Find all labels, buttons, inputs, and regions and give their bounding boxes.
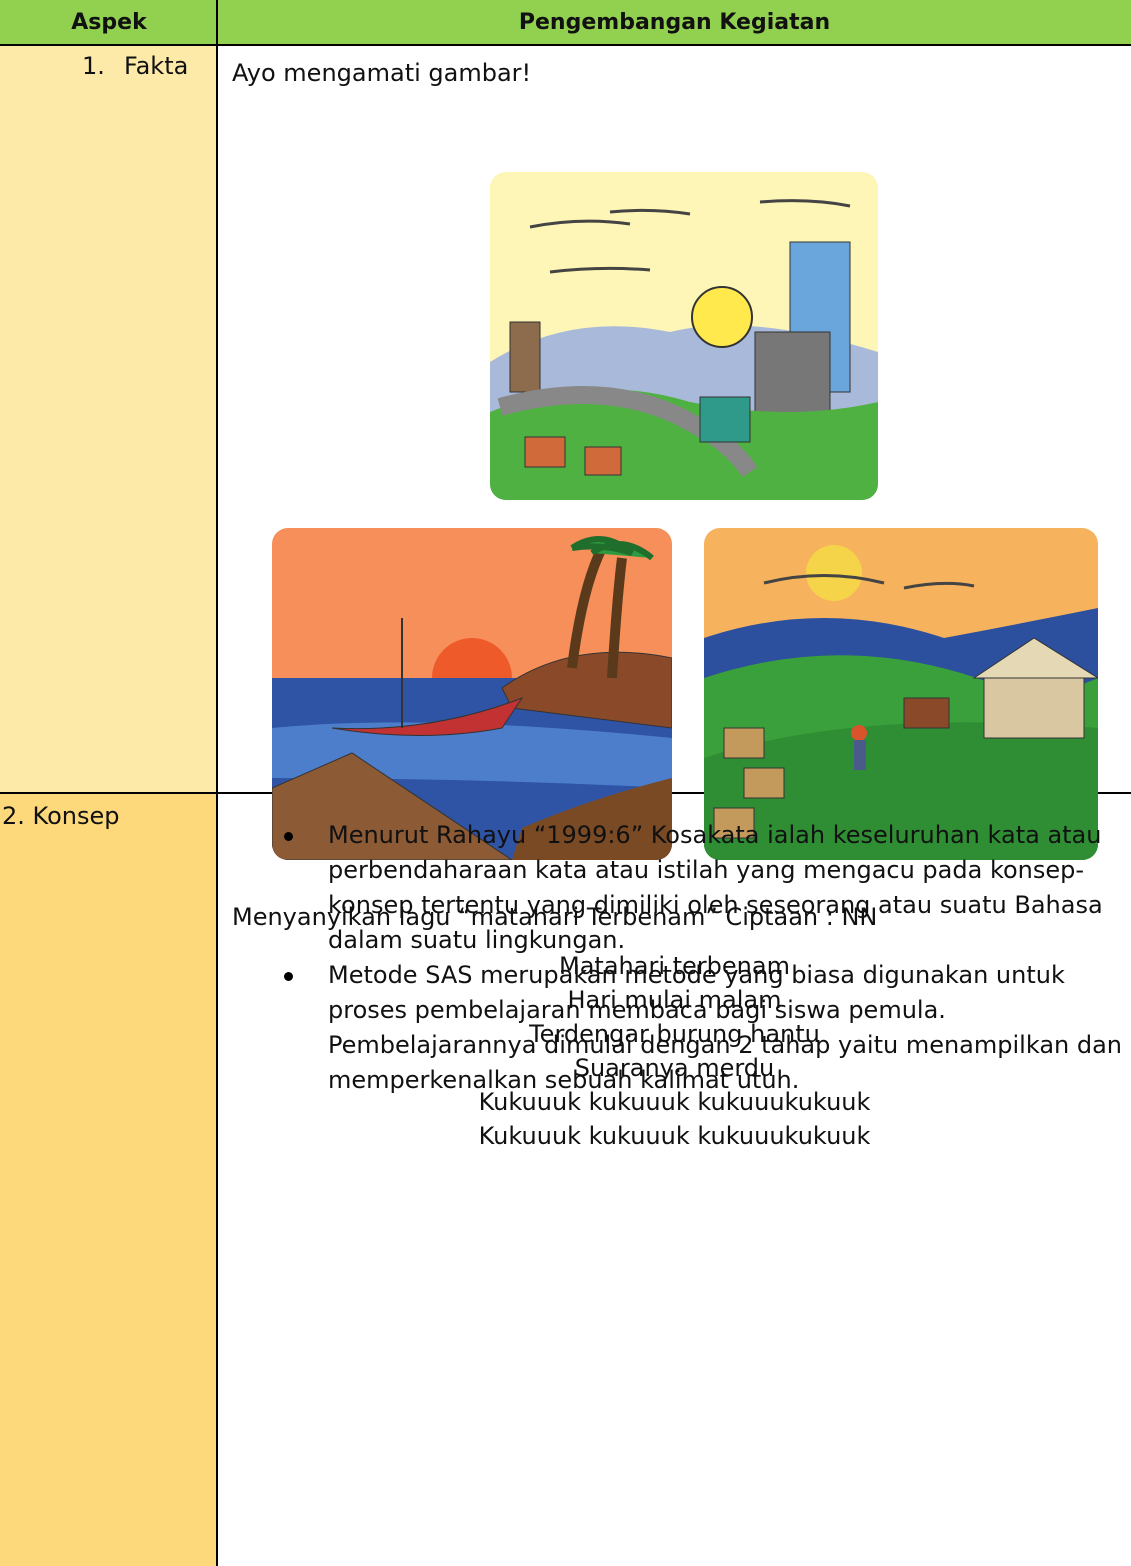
lyric-line: Kukuuuk kukuuuk kukuuukukuuk: [478, 1122, 871, 1150]
header-aspek: Aspek: [0, 0, 218, 46]
konsep-bullets: Menurut Rahayu “1999:6” Kosakata ialah k…: [284, 818, 1128, 1098]
column-divider: [216, 0, 218, 1566]
song-lyrics: Matahari terbenam Hari mulai malam Terde…: [218, 949, 1131, 1153]
lyric-line: Hari mulai malam: [567, 986, 782, 1014]
lyric-line: Kukuuuk kukuuuk kukuuukukuuk: [478, 1088, 871, 1116]
bullet-item: Menurut Rahayu “1999:6” Kosakata ialah k…: [284, 818, 1128, 958]
bullet-icon: [284, 832, 293, 841]
row1-label-number: 1.: [82, 52, 105, 80]
row1-label-cell: 1. Fakta: [0, 46, 216, 792]
row1-label-text: Fakta: [124, 52, 189, 80]
row2-label: 2. Konsep: [2, 802, 120, 830]
intro-text: Ayo mengamati gambar!: [232, 59, 532, 87]
song-intro: Menyanyikan lagu “matahari Terbenam” Cip…: [232, 903, 878, 931]
row2-label-cell: 2. Konsep: [0, 794, 216, 1566]
city-illustration: [490, 172, 878, 500]
bullet-text: Metode SAS merupakan metode yang biasa d…: [328, 961, 1123, 1094]
bullet-icon: [284, 972, 293, 981]
lyric-line: Matahari terbenam: [559, 952, 790, 980]
lyric-line: Suaranya merdu: [574, 1054, 775, 1082]
bullet-text: Menurut Rahayu “1999:6” Kosakata ialah k…: [328, 821, 1103, 954]
lyric-line: Terdengar burung hantu: [529, 1020, 820, 1048]
header-pengembangan: Pengembangan Kegiatan: [218, 0, 1131, 46]
beach-sunset-illustration: [272, 528, 672, 860]
village-farm-illustration: [704, 528, 1098, 860]
bullet-item: Metode SAS merupakan metode yang biasa d…: [284, 958, 1128, 1098]
